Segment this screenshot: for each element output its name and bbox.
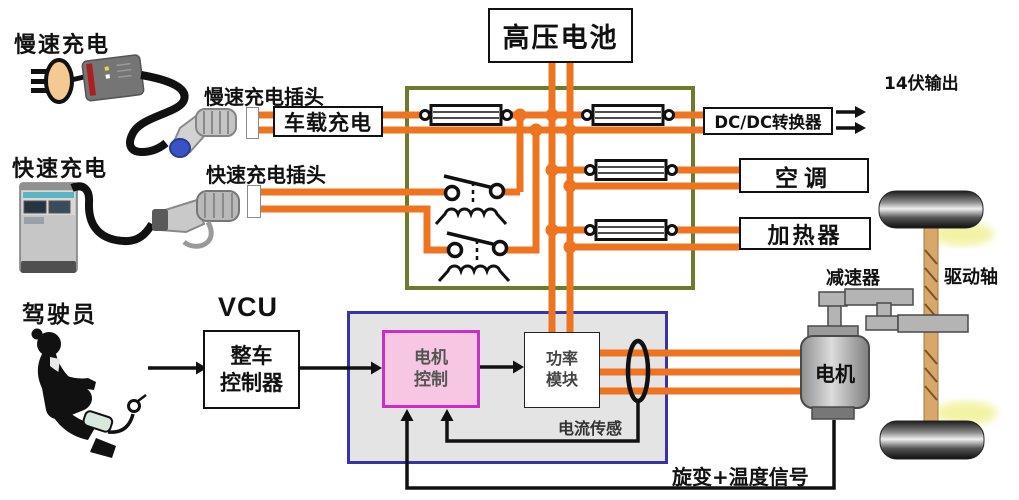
fuse-icons: [419, 104, 678, 241]
heater-box: 加热器: [739, 217, 871, 250]
wire-contactor2-out: [499, 127, 540, 254]
slow-cable: [126, 71, 189, 157]
dcdc-converter-box: DC/DC转换器: [703, 107, 833, 135]
resolver-signal-label: 旋变+温度信号: [672, 465, 809, 489]
wheel-bottom: [879, 420, 985, 460]
wire-junction-dots: [513, 108, 577, 254]
hv-battery-box: 高压电池: [488, 8, 633, 63]
slow-charge-inlet: [246, 107, 259, 139]
motor-label: 电机: [815, 361, 855, 386]
signal-lines: [148, 110, 855, 490]
power-module-box: 功率 模块: [524, 332, 600, 408]
resolver-line: [405, 414, 836, 490]
fast-plug-label: 快速充电插头: [206, 163, 326, 187]
wheel-top: [878, 190, 984, 229]
fuse-icon: [419, 104, 513, 126]
vehicle-controller-line1: 整车: [230, 344, 273, 369]
evse-box: [81, 54, 145, 102]
drivetrain: [818, 190, 997, 460]
current-feedback-line: [445, 400, 640, 443]
wire-fast-2: [261, 205, 449, 254]
onboard-charger-box: 车载充电: [273, 106, 383, 137]
arrow-heads: [196, 106, 866, 421]
air-conditioner-box: 空调: [739, 158, 869, 193]
fuse-icon: [581, 104, 675, 126]
fast-charging-label: 快速充电: [12, 157, 109, 182]
fast-charge-inlet: [247, 185, 261, 218]
fuse-icon: [584, 219, 678, 241]
power-module-line1: 功率: [545, 349, 578, 369]
contactor-icon: [437, 231, 511, 283]
fast-gun-connector: [152, 190, 240, 249]
slow-charging-label: 慢速充电: [14, 33, 111, 58]
power-module-line2: 模块: [545, 370, 578, 389]
output-14v-label: 14伏输出: [884, 74, 959, 94]
fast-cable: [70, 182, 156, 246]
plug-icon: [31, 69, 47, 93]
drive-shaft-label: 驱动轴: [944, 267, 998, 288]
motor: [800, 325, 870, 420]
slow-plug-label: 慢速充电插头: [204, 85, 324, 109]
driver-figure: [31, 328, 147, 458]
reducer-label: 减速器: [826, 268, 880, 289]
fast-charger-graphic: [19, 182, 240, 273]
vcu-label: VCU: [218, 292, 279, 322]
slow-gun-connector: [169, 108, 237, 158]
fuse-icon: [584, 159, 678, 181]
motor-control-line1: 电机: [414, 347, 448, 368]
driver-label: 驾驶员: [22, 302, 97, 328]
reducer-gears: [818, 288, 969, 333]
vehicle-controller-box: 整车 控制器: [203, 330, 300, 409]
motor-control-line2: 控制: [414, 370, 448, 390]
glow-bottom: [935, 401, 997, 425]
vehicle-controller-line2: 控制器: [220, 370, 283, 395]
slow-charger-graphic: [31, 54, 237, 158]
contactor-icon: [434, 174, 508, 226]
current-sense-label: 电流传感: [558, 419, 623, 438]
motor-control-box: 电机 控制: [382, 330, 480, 408]
